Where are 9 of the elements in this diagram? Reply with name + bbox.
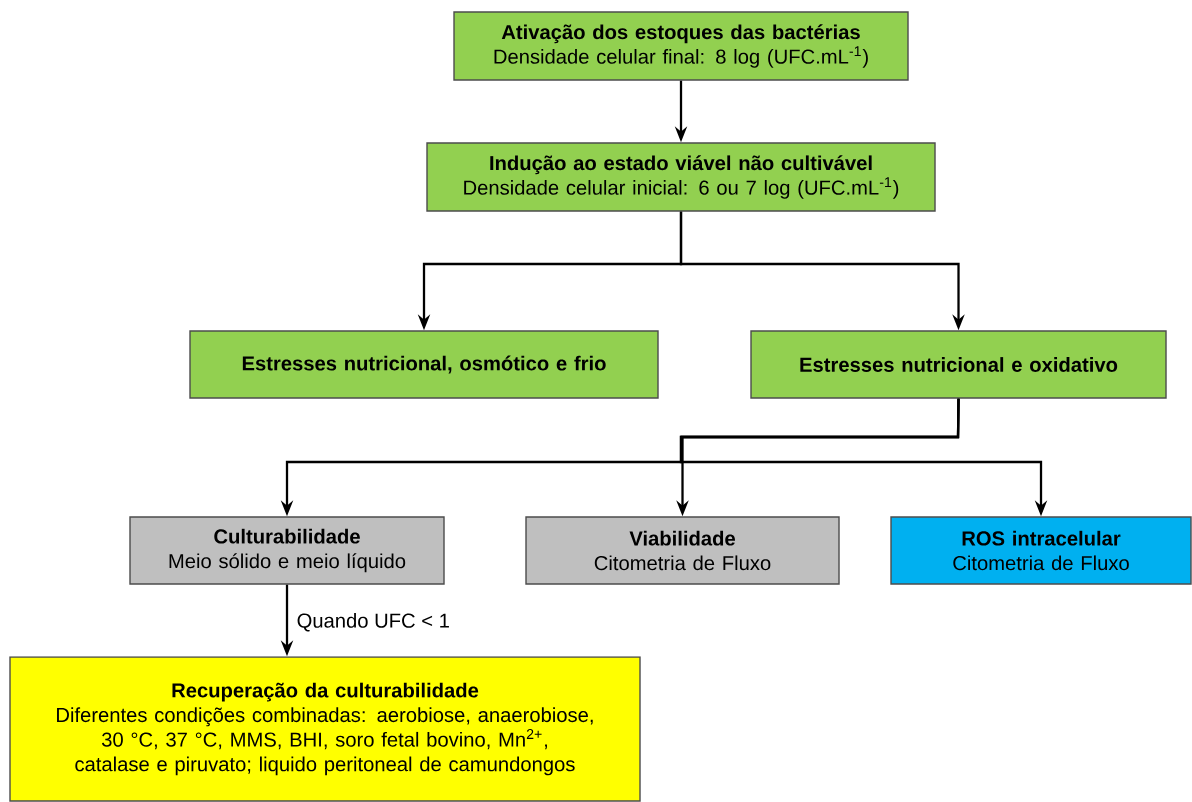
method-box: ROS intracelular Citometria de Fluxo	[890, 516, 1192, 585]
process-box: Indução ao estado viável não cultivável Densidade celular inicial: 6 ou 7 log (UFC.mL$^{-1}$)	[426, 142, 936, 212]
process-box: Estresses nutricional e oxidativo	[750, 330, 1167, 399]
method-box: Culturabilidade Meio sólido e meio líquido	[129, 516, 445, 585]
method-box: Viabilidade Citometria de Fluxo	[525, 516, 840, 585]
result-box: Recuperação da culturabilidade Diferentes condições combinadas: aerobiose, anaerobiose, 30 °C, 37 °C, MMS, BHI, soro fetal bovino, Mn$^{2+}$, catalase e piruvato; liquido peritoneal de camundongos	[9, 656, 641, 802]
edge-label: Quando UFC < 1	[294, 611, 452, 634]
process-box: Ativação dos estoques das bactérias Densidade celular final: 8 log (UFC.mL$^{-1}$)	[453, 11, 909, 81]
process-box: Estresses nutricional, osmótico e frio	[189, 330, 659, 399]
